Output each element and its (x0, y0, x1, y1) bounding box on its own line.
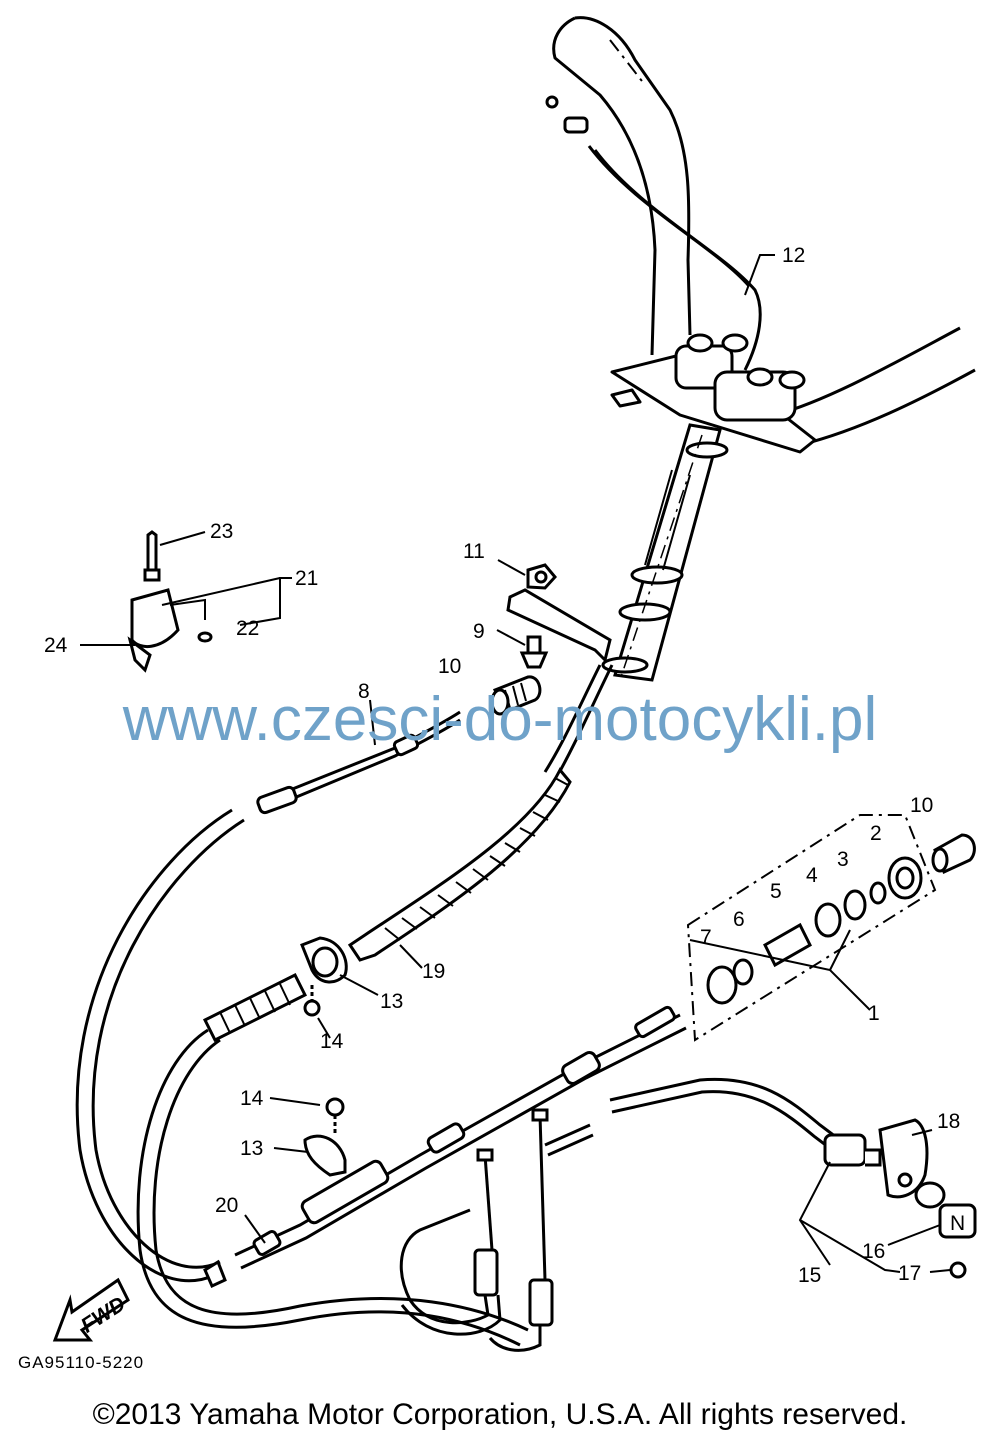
choke-rods (399, 1108, 554, 1352)
callout-4: 4 (806, 864, 818, 887)
callout-9: 9 (473, 620, 485, 643)
bushing-4 (843, 889, 867, 921)
cable-20 (234, 1005, 841, 1270)
callout-24: 24 (44, 634, 68, 657)
clamp-13-lower (303, 1134, 347, 1177)
cable-8 (75, 710, 461, 1289)
callout-18: 18 (937, 1110, 960, 1133)
leader-lines (80, 254, 951, 1273)
callout-20: 20 (215, 1194, 238, 1217)
callout-1: 1 (868, 1002, 880, 1025)
washer-3 (869, 881, 887, 905)
callout-15: 15 (798, 1264, 821, 1287)
screw-14-upper (303, 985, 321, 1017)
callout-19: 19 (422, 960, 445, 983)
callout-14-lower: 14 (240, 1087, 264, 1110)
callout-16: 16 (862, 1240, 885, 1263)
callout-5: 5 (770, 880, 782, 903)
callout-17: 17 (898, 1262, 921, 1285)
nut-7 (706, 965, 738, 1005)
callout-6: 6 (733, 908, 745, 931)
screw-14-lower (325, 1097, 345, 1135)
neutral-mark: N (950, 1212, 965, 1235)
callout-8: 8 (358, 680, 370, 703)
callout-23: 23 (210, 520, 233, 543)
callout-13-lower: 13 (240, 1137, 263, 1160)
watermark: www.czesci-do-motocykli.pl (122, 685, 878, 754)
bracket (506, 563, 612, 663)
adjuster-5 (763, 922, 812, 968)
handlebar-holder (610, 333, 817, 454)
callout-12: 12 (782, 244, 805, 267)
steering-column (601, 423, 729, 682)
callout-3: 3 (837, 848, 849, 871)
callout-2: 2 (870, 822, 882, 845)
cable-12 (545, 95, 762, 371)
adjuster-10-upper (490, 675, 542, 716)
callout-10-right: 10 (910, 794, 933, 817)
callout-13-upper: 13 (380, 990, 403, 1013)
spacer-5 (814, 902, 842, 938)
callout-10-upper: 10 (438, 655, 461, 678)
clamp-13-upper (300, 936, 348, 984)
cable-19 (347, 664, 614, 962)
callout-7: 7 (700, 926, 712, 949)
callout-22: 22 (236, 617, 259, 640)
fwd-arrow (52, 1277, 130, 1342)
bracket-18 (878, 1118, 929, 1199)
callout-14-upper: 14 (320, 1030, 344, 1053)
cable-15-fitting (823, 1133, 882, 1167)
diagram-ref: GA95110-5220 (18, 1353, 144, 1372)
neutral-knob (938, 1203, 977, 1239)
adjuster-10-right (931, 833, 976, 875)
bolt-9 (519, 635, 549, 669)
callout-21: 21 (295, 567, 318, 590)
washer-6 (732, 958, 754, 986)
copyright: ©2013 Yamaha Motor Corporation, U.S.A. A… (92, 1398, 908, 1431)
cable-boot-lower (202, 972, 308, 1043)
screw-17 (949, 1261, 967, 1279)
cable-holder (127, 530, 213, 673)
nut-16 (914, 1181, 946, 1209)
callout-11: 11 (463, 540, 485, 563)
assembly-1 (686, 814, 937, 1042)
